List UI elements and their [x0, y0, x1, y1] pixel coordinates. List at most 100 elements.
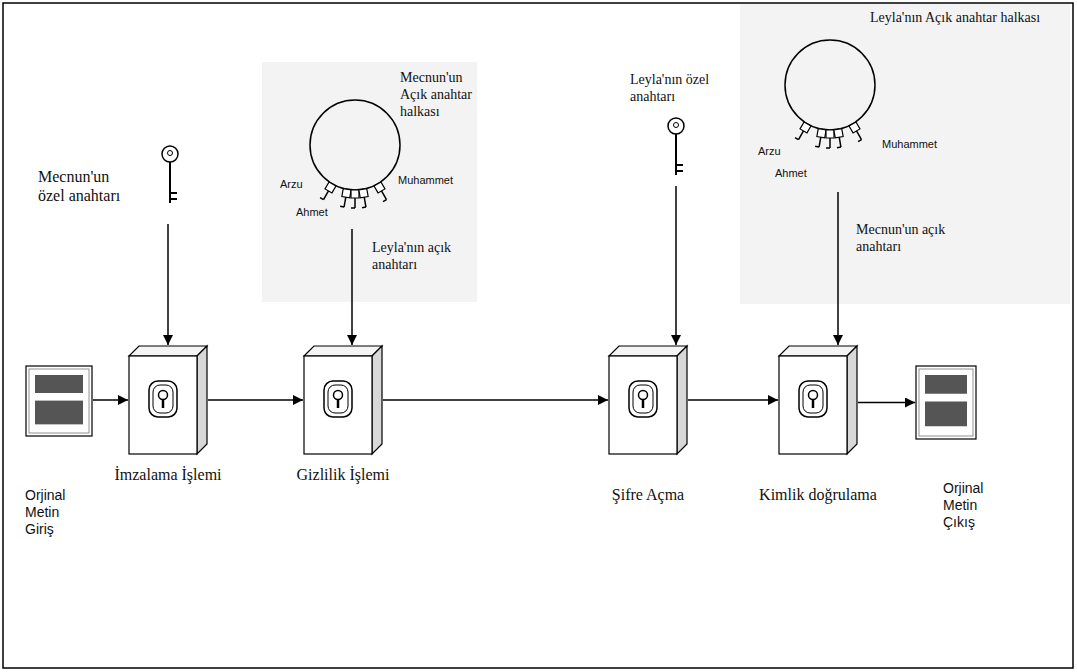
document-label: Orjinal Metin Çıkış — [943, 480, 983, 530]
box-front — [779, 356, 847, 454]
node-illustration — [25, 365, 93, 437]
box-top — [609, 346, 687, 356]
keyhole — [334, 391, 343, 400]
document-inner — [919, 369, 973, 436]
keyhole — [809, 391, 818, 400]
key-symbol — [162, 146, 178, 203]
arrow-connector — [167, 224, 169, 345]
ring-key-stem — [799, 131, 804, 140]
ring-key-tooth — [351, 207, 355, 209]
ring-key-head — [342, 189, 351, 198]
lock-inner — [633, 385, 653, 413]
ring-key-tooth — [858, 140, 861, 142]
lock-body — [799, 381, 827, 417]
arrow-connector — [688, 399, 778, 401]
text-block — [35, 401, 83, 425]
edge-label-holder: Mecnun'un açık anahtarı — [856, 222, 951, 256]
document-inner — [29, 369, 89, 433]
ring-key-head — [374, 182, 385, 193]
arrow-connector — [675, 186, 677, 345]
box-top — [779, 346, 857, 356]
key-label: Leyla'nın özel anahtarı — [630, 72, 709, 104]
ring-label: Leyla'nın Açık anahtar halkası — [870, 10, 1040, 25]
ring-key-stem — [324, 191, 329, 200]
lock-body — [149, 381, 177, 417]
ring-key-tooth — [826, 147, 830, 149]
ring-key-head — [359, 189, 368, 198]
keyhole-slot — [642, 399, 645, 408]
key-label-holder: Mecnun'un özel anahtarı — [38, 167, 133, 205]
node-illustration — [128, 345, 208, 455]
box-side — [372, 346, 382, 454]
ring-key-stem — [829, 138, 831, 148]
ring-key-stem — [819, 137, 821, 147]
ring-key-stem — [857, 131, 862, 140]
ring-key-tooth — [340, 206, 344, 208]
lock-inner — [153, 385, 173, 413]
arrow-connector — [383, 399, 608, 401]
box-side — [847, 346, 857, 454]
box-top — [129, 346, 207, 356]
keyholder-name: Ahmet — [296, 206, 328, 218]
process-box: Şifre Açma — [608, 345, 688, 455]
ring-key-stem — [382, 191, 387, 200]
key-ring — [310, 100, 400, 190]
ring-key-tooth — [383, 200, 386, 202]
document-page — [26, 366, 92, 436]
keyholder-name-holder: Ahmet — [775, 167, 807, 180]
process-box: İmzalama İşlemi — [128, 345, 208, 455]
keyhole-slot — [812, 399, 815, 408]
arrow-connector — [208, 399, 303, 401]
keyholder-name: Muhammet — [398, 174, 453, 186]
keyholder-name-holder: Arzu — [280, 178, 303, 191]
ring-label: Mecnun'un Açık anahtar halkası — [400, 70, 472, 119]
keyholder-name: Arzu — [280, 178, 303, 190]
box-side — [677, 346, 687, 454]
node-illustration — [915, 365, 977, 440]
text-block — [35, 375, 83, 393]
keyholder-name-holder: Arzu — [758, 145, 781, 158]
key-ring-node: Leyla'nın Açık anahtar halkasıArzuAhmet M… — [740, 10, 1065, 188]
keyholder-name: Muhammet — [882, 138, 937, 150]
lock-body — [324, 381, 352, 417]
process-label-holder: Gizlilik İşlemi — [297, 465, 390, 484]
arrow-connector — [858, 402, 915, 404]
document-label: Orjinal Metin Giriş — [25, 487, 65, 537]
lock-inner — [803, 385, 823, 413]
key-tooth — [676, 164, 683, 166]
key-head — [668, 118, 684, 134]
ring-key-tooth — [815, 146, 819, 148]
key-ring-node: Mecnun'un Açık anahtar halkasıArzuAhmet M… — [270, 70, 484, 225]
box-top — [304, 346, 382, 356]
document-label-holder: Orjinal Metin Giriş — [25, 487, 80, 537]
document-node: Orjinal Metin Çıkış — [915, 365, 977, 440]
key-head — [162, 146, 178, 162]
keyholder-name-holder: Muhammet — [882, 138, 937, 151]
document-node: Orjinal Metin Giriş — [25, 365, 93, 437]
ring-key-head — [826, 130, 834, 138]
shaded-patch — [740, 4, 1070, 304]
ring-key-tooth — [320, 198, 323, 200]
keyhole — [639, 391, 648, 400]
keyholder-name: Ahmet — [775, 167, 807, 179]
document-page — [916, 366, 976, 439]
keyholder-name: Arzu — [758, 145, 781, 157]
process-box: Gizlilik İşlemi — [303, 345, 383, 455]
ring-label-holder: Leyla'nın Açık anahtar halkası — [870, 10, 1040, 27]
box-front — [304, 356, 372, 454]
lock-body — [629, 381, 657, 417]
keyhole-slot — [162, 399, 165, 408]
key-stem — [169, 162, 171, 203]
key-ring — [785, 40, 875, 130]
ring-label-holder: Mecnun'un Açık anahtar halkası — [400, 70, 482, 120]
process-box: Kimlik doğrulama — [778, 345, 858, 455]
key-stem — [675, 134, 677, 175]
ring-key-stem — [354, 198, 356, 208]
process-label-holder: İmzalama İşlemi — [114, 465, 221, 484]
ring-key-stem — [344, 197, 346, 207]
box-side — [197, 346, 207, 454]
